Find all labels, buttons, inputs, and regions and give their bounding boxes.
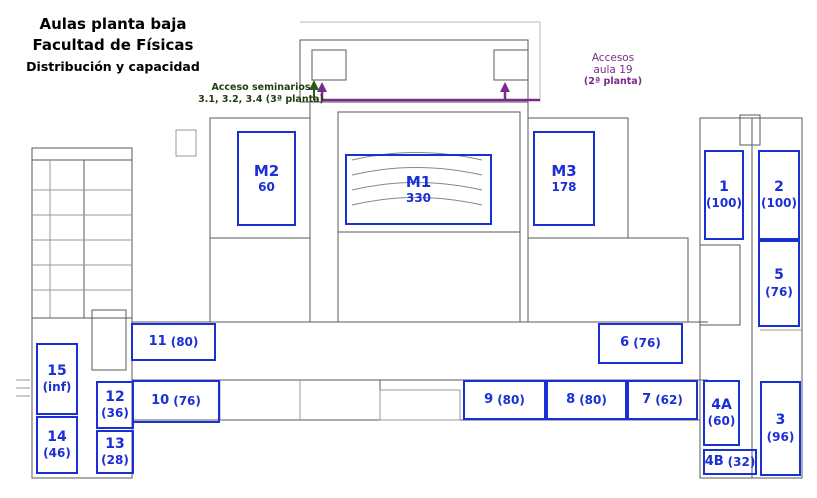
room-6-name: 6 (620, 335, 630, 351)
stair-center (379, 389, 461, 421)
room-13-name: 13 (105, 435, 125, 452)
title-line-1: Aulas planta baja (39, 15, 187, 33)
room-1-name: 1 (719, 178, 729, 195)
aula19-arrows (317, 82, 540, 102)
room-4a-capacity: (60) (707, 414, 736, 429)
room-9-name: 9 (484, 391, 494, 407)
room-m2-name: M2 (253, 161, 280, 180)
room-2-name: 2 (774, 178, 784, 195)
room-11[interactable]: 11 (80) (131, 323, 216, 361)
room-3[interactable]: 3 (96) (760, 381, 801, 476)
room-12-name: 12 (105, 388, 125, 405)
room-9[interactable]: 9 (80) (463, 380, 546, 420)
stair-right (699, 244, 741, 326)
aula19-line-2: aula 19 (593, 64, 633, 76)
room-4b[interactable]: 4B (32) (703, 449, 757, 475)
room-13-capacity: (28) (101, 453, 129, 468)
seminarios-arrow (309, 80, 319, 100)
room-4b-name: 4B (704, 453, 724, 469)
seminarios-line-2: 3.1, 3.2, 3.4 (3ª planta) (198, 94, 324, 105)
room-10-name: 10 (151, 393, 170, 409)
room-m3-capacity: 178 (551, 180, 577, 195)
left-wing (31, 147, 133, 319)
room-m2[interactable]: M2 60 (237, 131, 296, 226)
room-8[interactable]: 8 (80) (546, 380, 627, 420)
room-14-name: 14 (47, 428, 67, 445)
room-7-capacity: (62) (655, 392, 683, 407)
room-m3-name: M3 (551, 161, 577, 180)
room-1[interactable]: 1 (100) (704, 150, 744, 240)
room-9-capacity: (80) (497, 392, 525, 407)
aula19-line-3: (2ª planta) (583, 76, 643, 87)
room-15-name: 15 (47, 362, 67, 379)
room-7[interactable]: 7 (62) (627, 380, 698, 420)
stair-left (91, 309, 127, 371)
seminarios-access-note: Acceso seminarios 3.1, 3.2, 3.4 (3ª plan… (196, 82, 326, 106)
room-5-name: 5 (774, 267, 784, 284)
map-title: Aulas planta baja Facultad de Físicas Di… (18, 14, 208, 77)
room-8-name: 8 (566, 391, 576, 407)
room-11-name: 11 (148, 333, 167, 349)
room-2-capacity: (100) (760, 196, 798, 211)
room-11-capacity: (80) (170, 334, 199, 349)
room-12-capacity: (36) (101, 406, 129, 421)
aula19-access-note: Accesos aula 19 (2ª planta) (568, 52, 658, 88)
room-15[interactable]: 15 (inf) (36, 343, 78, 415)
room-4a-name: 4A (711, 396, 732, 413)
room-12[interactable]: 12 (36) (96, 381, 134, 429)
aula19-line-1: Accesos (591, 52, 635, 64)
room-m1-capacity: 330 (405, 191, 432, 206)
room-5[interactable]: 5 (76) (758, 240, 800, 327)
room-m1-name: M1 (405, 172, 432, 191)
room-3-capacity: (96) (766, 429, 795, 444)
room-m2-capacity: 60 (258, 180, 275, 195)
room-13[interactable]: 13 (28) (96, 430, 134, 474)
title-line-3: Distribución y capacidad (26, 59, 200, 74)
room-6[interactable]: 6 (76) (598, 323, 683, 364)
room-15-capacity: (inf) (42, 380, 72, 395)
seminarios-line-1: Acceso seminarios (211, 82, 311, 93)
room-3-name: 3 (775, 412, 786, 429)
room-2[interactable]: 2 (100) (758, 150, 800, 240)
room-14[interactable]: 14 (46) (36, 416, 78, 474)
room-6-capacity: (76) (633, 336, 661, 350)
room-m3[interactable]: M3 178 (533, 131, 595, 226)
room-1-capacity: (100) (705, 196, 743, 211)
room-8-capacity: (80) (579, 392, 607, 407)
room-14-capacity: (46) (43, 446, 71, 461)
room-10[interactable]: 10 (76) (132, 380, 220, 423)
room-5-capacity: (76) (765, 284, 793, 299)
room-m1[interactable]: M1 330 (345, 154, 492, 225)
room-4b-capacity: (32) (727, 454, 756, 469)
room-7-name: 7 (642, 391, 652, 407)
room-4a[interactable]: 4A (60) (703, 380, 740, 446)
title-line-2: Facultad de Físicas (32, 36, 194, 54)
room-10-capacity: (76) (173, 394, 201, 408)
